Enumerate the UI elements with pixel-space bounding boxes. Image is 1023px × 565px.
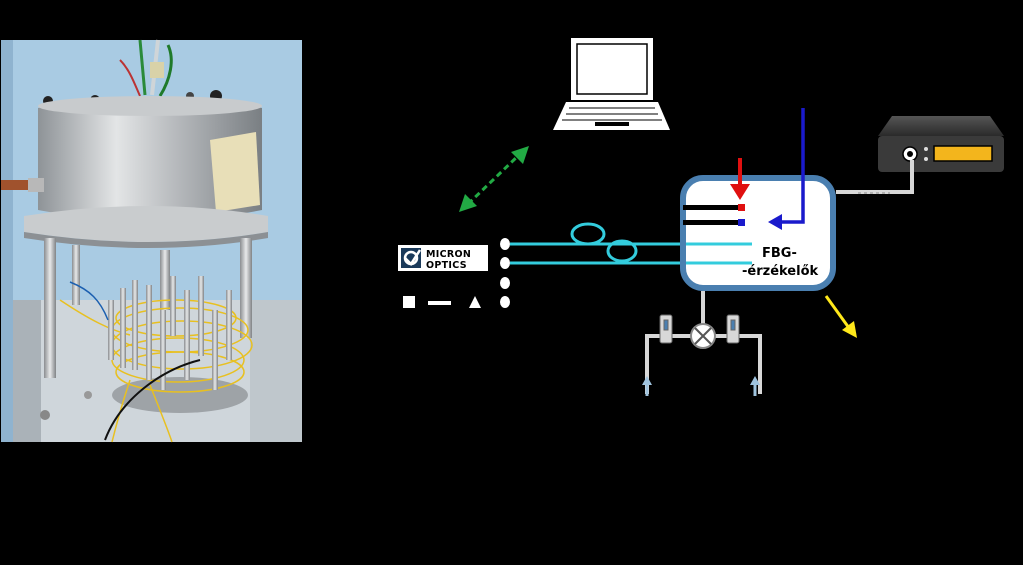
thermometer-device-icon <box>878 116 1004 172</box>
legend-symbols <box>403 296 481 308</box>
gauge-left <box>659 314 673 344</box>
channel-port-3 <box>500 277 510 289</box>
square-icon <box>403 296 415 308</box>
sensor-lead-upper <box>683 205 738 210</box>
logo-text-line1: MICRON <box>426 249 471 260</box>
vessel-label-line2: -érzékelők <box>742 264 819 279</box>
fiber-loop-1 <box>570 222 606 246</box>
device-display <box>933 145 993 162</box>
micron-optics-logo: MICRON OPTICS <box>398 245 488 271</box>
triangle-icon <box>469 296 481 308</box>
logo-text-line2: OPTICS <box>426 260 467 271</box>
vessel-cylinder <box>38 98 262 221</box>
fiber-loop-2 <box>606 239 638 263</box>
channel-port-1 <box>500 238 510 250</box>
probe-cable <box>836 160 914 194</box>
output-arrow <box>824 295 857 338</box>
gauge-right <box>726 314 740 344</box>
vessel-label-line1: FBG- <box>762 246 797 261</box>
channel-ports <box>500 238 510 308</box>
laptop-icon <box>553 38 670 130</box>
gas-manifold <box>642 291 762 396</box>
channel-port-2 <box>500 257 510 269</box>
vessel-flange <box>24 206 268 242</box>
data-link-arrow <box>459 146 529 212</box>
line-icon <box>428 301 451 305</box>
channel-port-4 <box>500 296 510 308</box>
inlet-arrows <box>642 376 760 396</box>
sensor-vessel: FBG- -érzékelők <box>680 175 836 291</box>
heat-input-arrow <box>730 158 750 200</box>
sensor-tubes <box>108 276 232 390</box>
valve-icon <box>690 323 716 349</box>
apparatus-photo <box>1 39 302 443</box>
sensor-lead-lower <box>683 220 738 225</box>
cooling-line-arrow <box>768 108 805 230</box>
